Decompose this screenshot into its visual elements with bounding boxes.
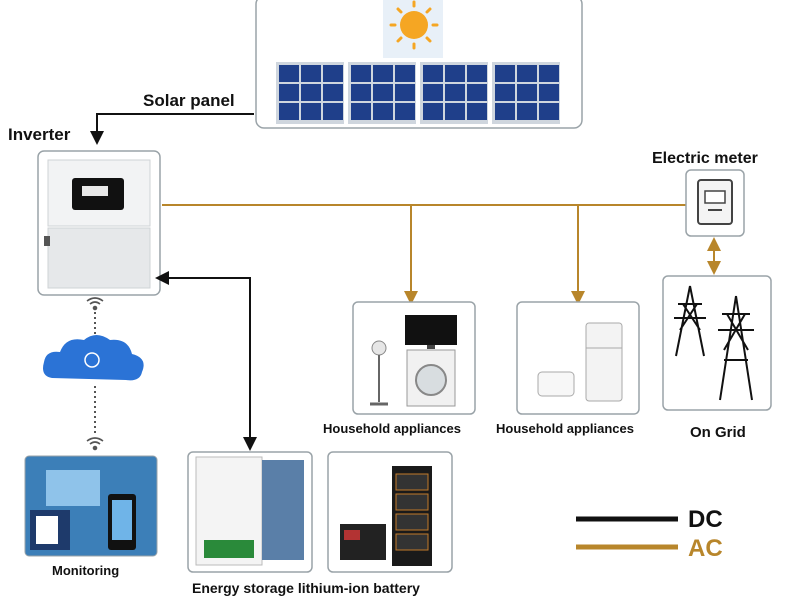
legend-ac-label: AC — [688, 535, 723, 562]
transmission-tower-icon — [662, 275, 772, 411]
electric-meter-label: Electric meter — [652, 150, 758, 167]
inverter-icon — [37, 150, 161, 296]
dc-line-panel-to-inverter — [90, 113, 254, 145]
fridge-icon — [585, 322, 623, 402]
solar-panel-icon — [276, 62, 560, 124]
household-appliances-label-2: Household appliances — [496, 421, 634, 436]
battery-label: Energy storage lithium-ion battery — [192, 580, 420, 596]
monitoring-icon — [24, 455, 158, 557]
inverter-label: Inverter — [8, 125, 71, 144]
lamp-icon — [370, 340, 388, 406]
on-grid-label: On Grid — [690, 424, 746, 441]
solar-panel-block — [255, 0, 583, 129]
monitoring-label: Monitoring — [52, 563, 119, 578]
battery-rack-icon — [327, 451, 453, 573]
battery-icon — [187, 451, 313, 573]
appliance-box-2 — [516, 301, 640, 415]
electric-meter-icon — [685, 169, 745, 237]
household-appliances-label-1: Household appliances — [323, 421, 461, 436]
washer-icon — [406, 349, 456, 407]
cloud-network-icon — [43, 335, 144, 381]
dc-line-inverter-battery — [155, 271, 257, 451]
legend: DC AC — [576, 506, 723, 562]
sun-icon — [389, 0, 439, 50]
appliance-box-1 — [352, 301, 476, 415]
tv-icon — [405, 315, 457, 349]
wifi-icon — [86, 297, 104, 311]
legend-dc-label: DC — [688, 506, 723, 533]
solar-panel-label: Solar panel — [143, 91, 235, 110]
